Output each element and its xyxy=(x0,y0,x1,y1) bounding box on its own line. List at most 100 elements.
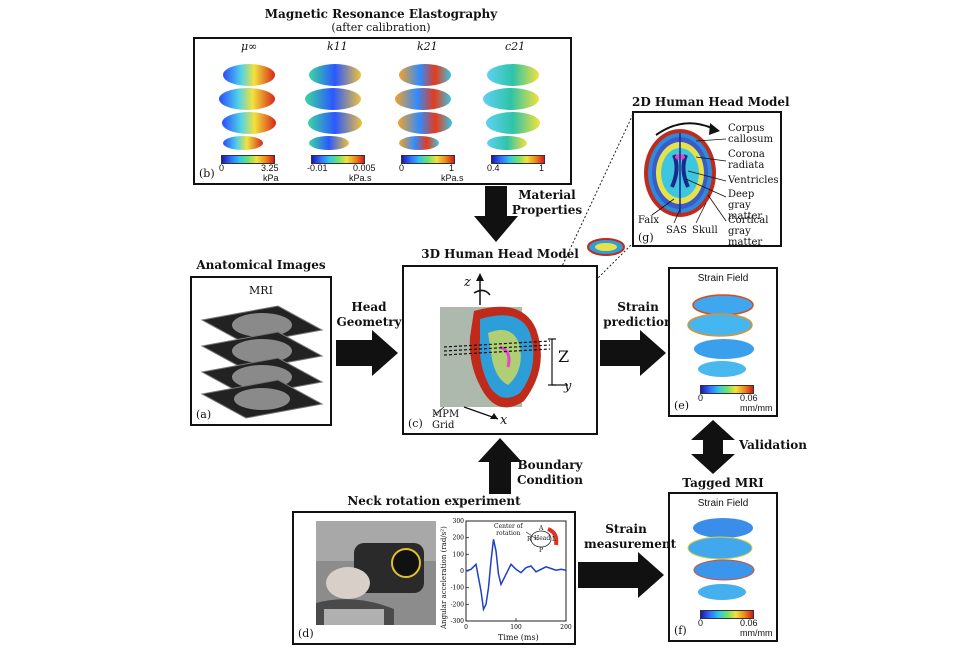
arrow-strain-prediction xyxy=(600,330,666,376)
colorbar-k11 xyxy=(311,155,365,164)
axis-x-label: x xyxy=(500,413,508,428)
panel-tag-a: (a) xyxy=(196,408,212,421)
head2d-panel: Corpus callosum Corona radiata Ventricle… xyxy=(632,111,782,248)
panel-tag-d: (d) xyxy=(298,627,314,640)
colorbar-k21-max: 1 xyxy=(449,163,455,173)
panel-tag-e: (e) xyxy=(674,399,690,412)
map-k21 xyxy=(395,64,452,150)
strain-f-slices xyxy=(687,518,755,600)
strain-e-slices xyxy=(687,294,754,377)
panel-tag-f: (f) xyxy=(674,624,687,637)
acceleration-series-line xyxy=(465,539,567,612)
strain-e-max: 0.06 xyxy=(740,393,758,403)
y-tick-label: 100 xyxy=(453,551,465,558)
arrow-label-head-geometry: Head Geometry xyxy=(336,300,402,329)
label-deep-gray-matter: Deep gray matter xyxy=(728,189,763,222)
map-symbol-c21: c21 xyxy=(505,40,526,53)
arrow-label-strain-prediction: Strain prediction xyxy=(603,300,673,329)
inset-R-label: R xyxy=(527,536,532,543)
map-mu xyxy=(219,64,276,150)
inset-head-diagram xyxy=(525,527,559,548)
inset-center-label: Center of rotation xyxy=(494,523,523,537)
map-k11 xyxy=(305,64,362,150)
mre-brain-maps xyxy=(219,64,540,150)
y-tick-label: -100 xyxy=(451,585,465,592)
strain-f-title: Strain Field xyxy=(697,498,749,509)
arrow-validation xyxy=(691,420,735,474)
y-tick-label: -300 xyxy=(451,618,465,625)
neck-photo xyxy=(316,521,436,625)
y-tick-label: 300 xyxy=(453,518,465,525)
head3d-panel: z Z y x MPM Grid (c) xyxy=(402,265,598,435)
arrow-label-validation: Validation xyxy=(738,438,808,452)
anatomical-panel: MRI (a) xyxy=(190,276,332,426)
strain-f-max: 0.06 xyxy=(740,618,758,628)
axis-y-label: y xyxy=(564,379,572,394)
mri-stack xyxy=(200,305,324,419)
strain-f-unit: mm/mm xyxy=(740,628,773,638)
chart-ylabel-wrap: Angular acceleration (rad/s²) xyxy=(440,526,450,629)
panel-tag-b: (b) xyxy=(199,167,215,180)
arrow-label-material: Material Properties xyxy=(511,188,583,217)
arrow-material-properties xyxy=(474,186,518,242)
mre-panel: μ∞ k11 k21 c21 0 3.25 kPa -0.01 0.005 kP… xyxy=(193,37,572,185)
arrow-strain-measurement xyxy=(578,552,664,598)
inset-head-label: Head xyxy=(534,535,551,542)
label-ventricles: Ventricles xyxy=(728,175,779,186)
y-tick-label: -200 xyxy=(451,601,465,608)
colorbar-k21-min: 0 xyxy=(399,163,405,173)
colorbar-mu xyxy=(221,155,275,164)
x-tick-label: 0 xyxy=(464,624,468,631)
colorbar-mu-min: 0 xyxy=(219,163,225,173)
inset-L-label: L xyxy=(552,536,556,543)
label-corpus-callosum: Corpus callosum xyxy=(728,123,774,145)
label-falx: Falx xyxy=(638,215,660,226)
inset-P-label: P xyxy=(539,547,544,554)
head2d-figure xyxy=(644,122,727,224)
colorbar-c21-min: 0.4 xyxy=(487,163,500,173)
colorbar-k11-min: -0.01 xyxy=(307,163,328,173)
colorbar-c21-max: 1 xyxy=(539,163,545,173)
neck-title: Neck rotation experiment xyxy=(347,494,521,508)
label-corona-radiata: Corona radiata xyxy=(728,149,765,171)
chart-xlabel: Time (ms) xyxy=(498,633,539,642)
panel-tag-g: (g) xyxy=(638,231,654,244)
map-symbol-k11: k11 xyxy=(327,40,348,53)
head3d-figure xyxy=(433,273,568,420)
strain-f-panel: Strain Field 0 0.06 mm/mm (f) xyxy=(668,492,778,642)
colorbar-k11-max: 0.005 xyxy=(353,163,376,173)
label-skull: Skull xyxy=(692,225,718,236)
mre-title: Magnetic Resonance Elastography xyxy=(264,7,498,21)
colorbar-k11-unit: kPa.s xyxy=(349,173,372,183)
mri-label: MRI xyxy=(249,284,273,297)
axis-z-label: z xyxy=(464,275,471,290)
arrow-label-strain-measurement: Strain measurement xyxy=(584,522,677,551)
colorbar-mu-unit: kPa xyxy=(263,173,279,183)
mre-subtitle: (after calibration) xyxy=(331,21,431,34)
colorbar-k21 xyxy=(401,155,455,164)
tagged-mri-title: Tagged MRI xyxy=(682,476,764,490)
colorbar-k21-unit: kPa.s xyxy=(441,173,464,183)
strain-e-min: 0 xyxy=(698,393,704,403)
map-c21 xyxy=(483,64,540,150)
colorbar-c21 xyxy=(491,155,545,164)
anatomical-title: Anatomical Images xyxy=(196,258,326,272)
x-tick-label: 100 xyxy=(510,624,522,631)
strain-f-min: 0 xyxy=(698,618,704,628)
x-tick-label: 200 xyxy=(560,624,572,631)
strain-e-colorbar xyxy=(700,385,754,394)
arrow-boundary-condition xyxy=(478,438,522,494)
map-symbol-k21: k21 xyxy=(417,40,438,53)
strain-e-unit: mm/mm xyxy=(740,403,773,413)
brain-slice-thumbnail xyxy=(587,238,625,256)
arrow-label-boundary: Boundary Condition xyxy=(516,458,584,487)
head3d-title: 3D Human Head Model xyxy=(421,247,579,261)
label-cortical-gray-matter: Cortical gray matter xyxy=(728,215,769,248)
label-sas: SAS xyxy=(666,225,687,236)
arrow-head-geometry xyxy=(336,330,398,376)
axis-Z-label: Z xyxy=(558,347,570,366)
y-tick-label: 0 xyxy=(460,568,464,575)
head2d-title: 2D Human Head Model xyxy=(632,95,790,109)
